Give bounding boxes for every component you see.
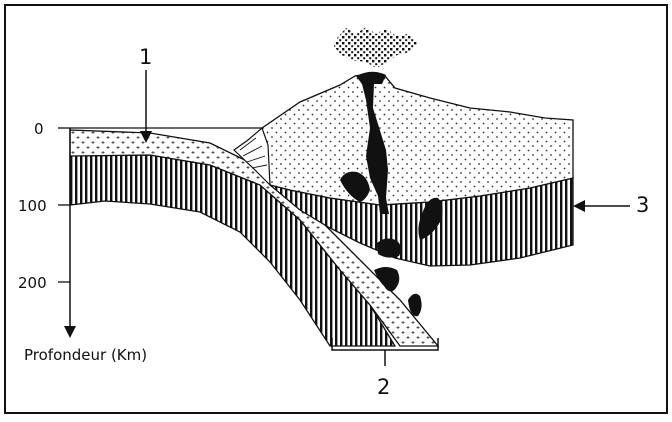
depth-tick-label-200: 200 xyxy=(18,274,47,292)
callout-label-3: 3 xyxy=(636,193,649,217)
depth-axis-arrowhead xyxy=(64,326,76,338)
callout-label-1: 1 xyxy=(139,45,152,69)
accretionary-prism xyxy=(233,126,271,187)
depth-tick-label-100: 100 xyxy=(18,197,47,215)
figure-frame xyxy=(4,4,668,414)
continental-crust xyxy=(261,72,574,206)
callout-bracket-2 xyxy=(331,338,439,366)
ash-plume xyxy=(334,27,418,68)
callout-arrowhead-3 xyxy=(573,200,585,212)
callout-label-2: 2 xyxy=(377,375,390,399)
depth-axis-title: Profondeur (Km) xyxy=(24,346,147,364)
prism-folds xyxy=(239,137,268,169)
callout-arrowhead-1 xyxy=(140,131,152,143)
depth-tick-label-0: 0 xyxy=(34,120,44,138)
oceanic-crust xyxy=(69,129,440,347)
magma-bodies xyxy=(340,71,443,317)
